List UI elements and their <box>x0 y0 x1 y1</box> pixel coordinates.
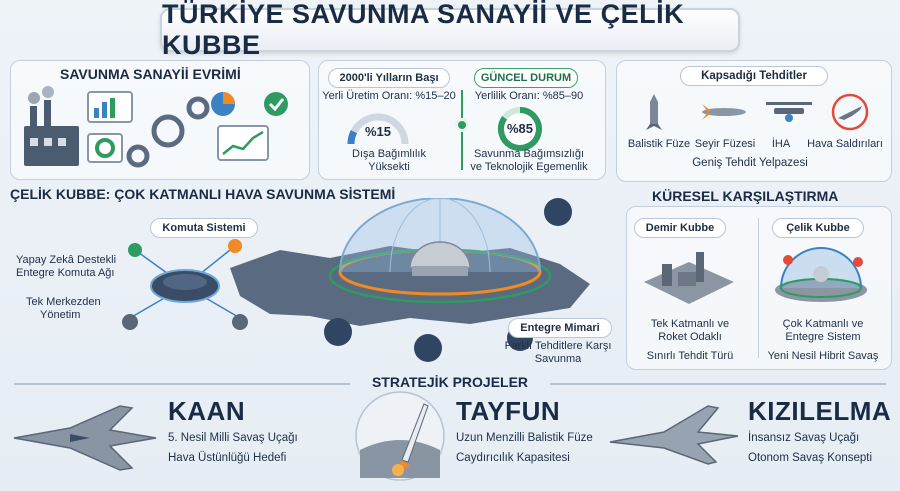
evolution-heading: SAVUNMA SANAYİİ EVRİMİ <box>60 66 241 82</box>
past-caption-line1: Dışa Bağımlılık <box>352 148 426 160</box>
current-status-badge: GÜNCEL DURUM <box>474 68 578 88</box>
central-mgmt-line2: Yönetim <box>40 309 81 321</box>
current-caption-line1: Savunma Bağımsızlığı <box>473 148 585 160</box>
threats-footer: Geniş Tehdit Yelpazesi <box>692 157 808 169</box>
drone-icon <box>766 102 812 122</box>
industry-evolution-illustration <box>24 86 288 168</box>
command-system-badge: Komuta Sistemi <box>150 218 258 238</box>
command-desc-line2: Entegre Komuta Ağı <box>16 267 115 279</box>
threat-icons <box>646 93 869 131</box>
threat-label-2: İHA <box>771 138 791 150</box>
iron-dome-badge: Demir Kubbe <box>634 218 726 238</box>
past-local-rate: Yerli Üretim Oranı: %15–20 <box>322 90 456 102</box>
integrated-desc-line2: Savunma <box>534 353 582 365</box>
iron-dome-line3: Sınırlı Tehdit Türü <box>646 350 734 362</box>
iron-dome-line2: Roket Odaklı <box>658 331 722 343</box>
steel-dome-line3: Yeni Nesil Hibrit Savaş <box>767 350 879 362</box>
steel-dome-badge: Çelik Kubbe <box>772 218 864 238</box>
project-name-kaan: KAAN <box>168 396 246 426</box>
past-caption-line2: Yüksekti <box>368 161 410 173</box>
project-kaan-line1: 5. Nesil Milli Savaş Uçağı <box>168 432 298 444</box>
steel-dome-illustration <box>775 247 867 302</box>
jet-icon <box>831 93 869 131</box>
current-caption-line2: ve Teknolojik Egemenlik <box>470 161 588 173</box>
divider-dot <box>455 118 469 132</box>
celik-kubbe-heading: ÇELİK KUBBE: ÇOK KATMANLI HAVA SAVUNMA S… <box>10 186 396 202</box>
gear-icon <box>126 96 210 168</box>
current-gauge <box>497 107 542 151</box>
past-gauge-value: %15 <box>364 124 392 139</box>
project-kizilelma-line2: Otonom Savaş Konsepti <box>748 452 873 464</box>
comparison-divider <box>758 218 759 358</box>
command-desc-line1: Yapay Zekâ Destekli <box>16 254 117 266</box>
threat-label-1: Seyir Füzesi <box>694 138 756 150</box>
kizilelma-uav-icon <box>609 405 739 465</box>
turkey-map-shape <box>230 246 590 326</box>
project-name-tayfun: TAYFUN <box>456 396 561 426</box>
check-icon <box>264 92 288 116</box>
radar-building <box>409 241 471 269</box>
factory-icon <box>24 86 79 166</box>
comparison-heading: KÜRESEL KARŞILAŞTIRMA <box>652 188 839 204</box>
iron-dome-line1: Tek Katmanlı ve <box>650 318 730 330</box>
threats-heading: Kapsadığı Tehditler <box>680 66 828 86</box>
project-tayfun-line2: Caydırıcılık Kapasitesi <box>456 452 570 464</box>
page-title: TÜRKİYE SAVUNMA SANAYİİ VE ÇELİK KUBBE <box>160 0 740 60</box>
project-name-kizilelma: KIZILELMA <box>748 396 892 426</box>
current-gauge-value: %85 <box>506 121 534 136</box>
project-tayfun-line1: Uzun Menzilli Balistik Füze <box>456 432 593 444</box>
kaan-jet-icon <box>13 405 157 471</box>
projects-heading: STRATEJİK PROJELER <box>371 374 529 390</box>
threat-label-0: Balistik Füze <box>627 138 691 150</box>
projects-rule-left <box>14 383 350 385</box>
interceptor-icon <box>414 334 442 362</box>
radar-icon <box>544 198 572 226</box>
cruise-missile-icon <box>702 104 746 120</box>
project-kaan-line2: Hava Üstünlüğü Hedefi <box>168 452 287 464</box>
integrated-desc-line1: Farklı Tehditlere Karşı <box>504 340 612 352</box>
central-mgmt-line1: Tek Merkezden <box>26 296 101 308</box>
projects-rule-right <box>550 383 886 385</box>
steel-dome-line2: Entegre Sistem <box>785 331 861 343</box>
past-gauge <box>347 113 409 145</box>
ballistic-missile-icon <box>646 94 662 130</box>
monitor-icon <box>87 91 269 161</box>
iron-dome-illustration <box>644 252 734 304</box>
tayfun-missile-icon <box>355 391 445 481</box>
sensor-icon <box>324 318 352 346</box>
integrated-arch-badge: Entegre Mimari <box>508 318 612 338</box>
threat-label-3: Hava Saldırıları <box>807 138 883 150</box>
current-local-rate: Yerlilik Oranı: %85–90 <box>474 90 584 102</box>
steel-dome-line1: Çok Katmanlı ve <box>782 318 864 330</box>
dome-illustration <box>122 198 590 362</box>
project-kizilelma-line1: İnsansız Savaş Uçağı <box>748 432 860 444</box>
past-period-badge: 2000'li Yılların Başı <box>328 68 450 88</box>
